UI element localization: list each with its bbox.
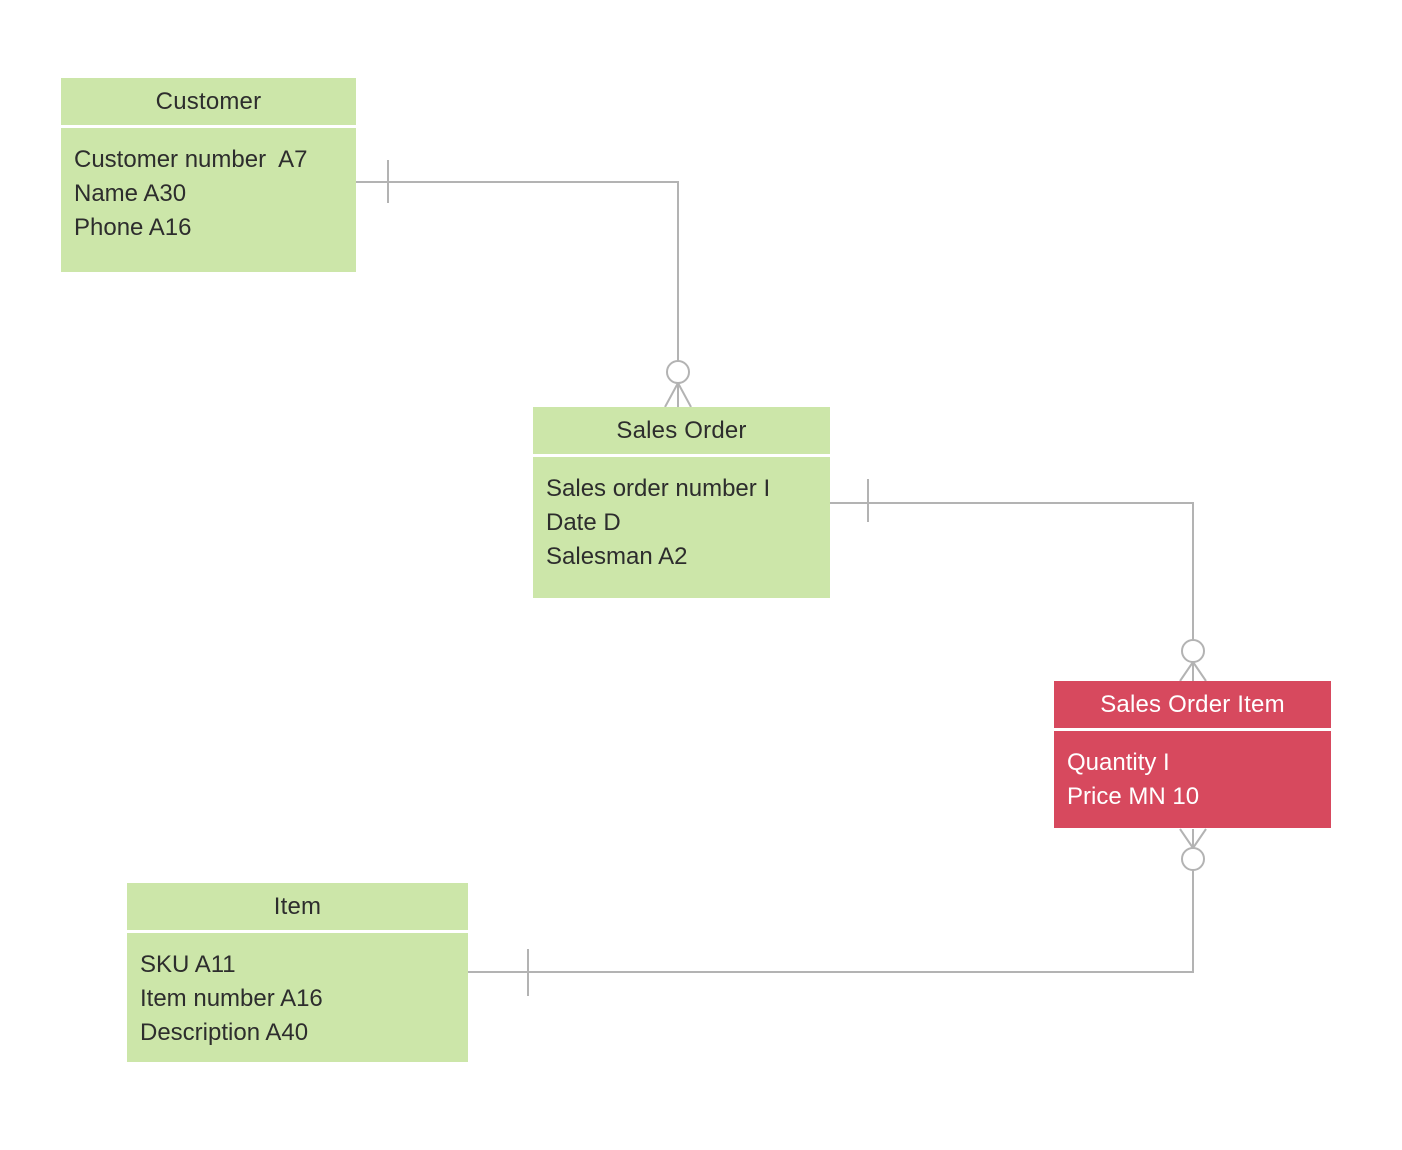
connector-path <box>830 502 1194 640</box>
cardinality-zero-circle-icon <box>666 360 690 384</box>
attribute-row: Date D <box>546 509 621 536</box>
attribute-row: Sales order number I <box>546 475 771 502</box>
crow-foot-many-icon <box>1179 828 1207 849</box>
entity-sales-order-item-title: Sales Order Item <box>1054 681 1331 731</box>
connector-sales-order-to-sales-order-item[interactable] <box>830 479 1207 682</box>
attribute-row: Item number A16 <box>140 985 323 1012</box>
entity-sales-order-title: Sales Order <box>533 407 830 457</box>
entity-sales-order-item-attributes: Quantity I Price MN 10 <box>1054 731 1331 814</box>
entity-customer[interactable]: Customer Customer number A7 Name A30 Pho… <box>61 78 356 272</box>
attribute-row: Description A40 <box>140 1019 309 1046</box>
crow-foot-many-icon <box>1179 661 1207 682</box>
entity-sales-order-item[interactable]: Sales Order Item Quantity I Price MN 10 <box>1054 681 1331 828</box>
attribute-row: Quantity I <box>1067 749 1170 776</box>
entity-customer-attributes: Customer number A7 Name A30 Phone A16 <box>61 128 356 245</box>
attribute-row: SKU A11 <box>140 951 236 978</box>
entity-item-attributes: SKU A11 Item number A16 Description A40 <box>127 933 468 1050</box>
attribute-row: Salesman A2 <box>546 543 688 570</box>
attribute-row: Price MN 10 <box>1067 783 1200 810</box>
entity-sales-order[interactable]: Sales Order Sales order number I Date D … <box>533 407 830 598</box>
entity-item[interactable]: Item SKU A11 Item number A16 Description… <box>127 883 468 1062</box>
entity-item-title: Item <box>127 883 468 933</box>
attribute-row: Phone A16 <box>74 214 192 241</box>
cardinality-zero-circle-icon <box>1181 847 1205 871</box>
crow-foot-many-icon <box>664 382 692 408</box>
connector-path <box>356 181 679 361</box>
connector-item-to-sales-order-item[interactable] <box>468 828 1207 996</box>
cardinality-zero-circle-icon <box>1181 639 1205 663</box>
attribute-row: Customer number A7 <box>74 146 308 173</box>
connector-path <box>468 870 1194 973</box>
attribute-row: Name A30 <box>74 180 187 207</box>
entity-customer-title: Customer <box>61 78 356 128</box>
connector-customer-to-sales-order[interactable] <box>356 160 692 408</box>
entity-sales-order-attributes: Sales order number I Date D Salesman A2 <box>533 457 830 574</box>
